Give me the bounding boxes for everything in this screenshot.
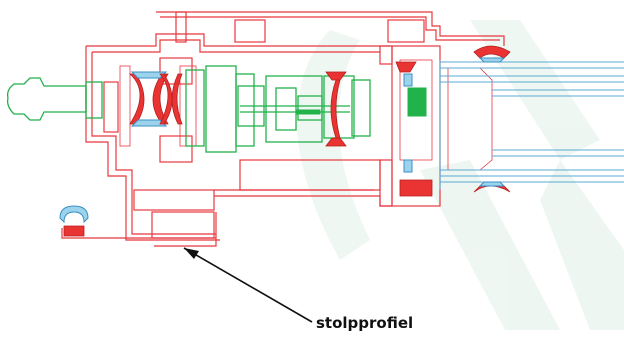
frame-profile	[61, 11, 505, 247]
hardware-mechanism	[185, 65, 371, 153]
arrowhead-icon	[184, 248, 199, 259]
watermark-logo	[296, 20, 624, 330]
glazing-seals	[473, 45, 511, 193]
glazing-panel	[440, 61, 624, 183]
sash-profile	[391, 45, 493, 207]
callout-label-stolpprofiel: stolpprofiel	[316, 314, 413, 332]
callout-leader	[183, 247, 313, 323]
handle-cap	[6, 77, 103, 121]
bottom-left-gasket	[59, 205, 89, 237]
left-gaskets	[128, 71, 183, 127]
